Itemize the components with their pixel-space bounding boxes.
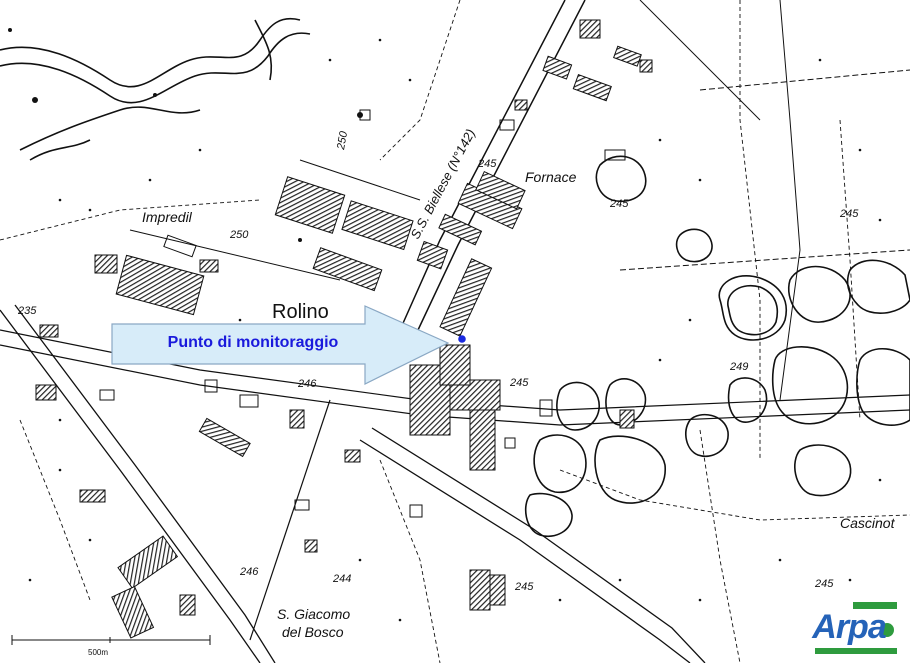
scale-label: 500m	[88, 648, 109, 657]
monitoring-point-marker[interactable]	[458, 335, 466, 343]
arpa-logo-icon	[815, 602, 897, 654]
elevation-label: 245	[477, 158, 497, 170]
label-impredil: Impredil	[142, 209, 193, 225]
elevation-label: 244	[332, 573, 351, 585]
elevation-label: 250	[335, 129, 350, 151]
logo-text: Arpa	[812, 608, 886, 646]
ponds	[524, 155, 910, 537]
label-san-giacomo-2: del Bosco	[282, 624, 344, 640]
elevation-label: 249	[729, 361, 748, 373]
label-fornace: Fornace	[525, 169, 577, 185]
arpa-logo: Arpa	[793, 600, 905, 660]
elevation-label: 246	[297, 378, 317, 390]
elevation-label: 245	[609, 198, 629, 210]
elevation-label: 245	[839, 208, 859, 220]
river	[0, 18, 311, 161]
label-cascinotto: Cascinot	[840, 515, 896, 531]
callout-arrow	[111, 305, 450, 385]
elevation-label: 245	[509, 377, 529, 389]
elevation-label: 245	[514, 581, 534, 593]
elevation-label: 235	[17, 305, 37, 317]
elevation-label: 246	[239, 566, 259, 578]
label-san-giacomo-1: S. Giacomo	[277, 606, 350, 622]
vegetation-dots	[8, 28, 882, 622]
scale-bar	[11, 635, 211, 645]
minor-buildings	[99, 109, 626, 518]
monitoring-point-label: Punto di monitoraggio	[167, 334, 339, 351]
label-rolino: Rolino	[272, 301, 329, 323]
elevation-label: 245	[814, 578, 834, 590]
elevation-label: 250	[229, 229, 249, 241]
buildings	[35, 19, 653, 639]
